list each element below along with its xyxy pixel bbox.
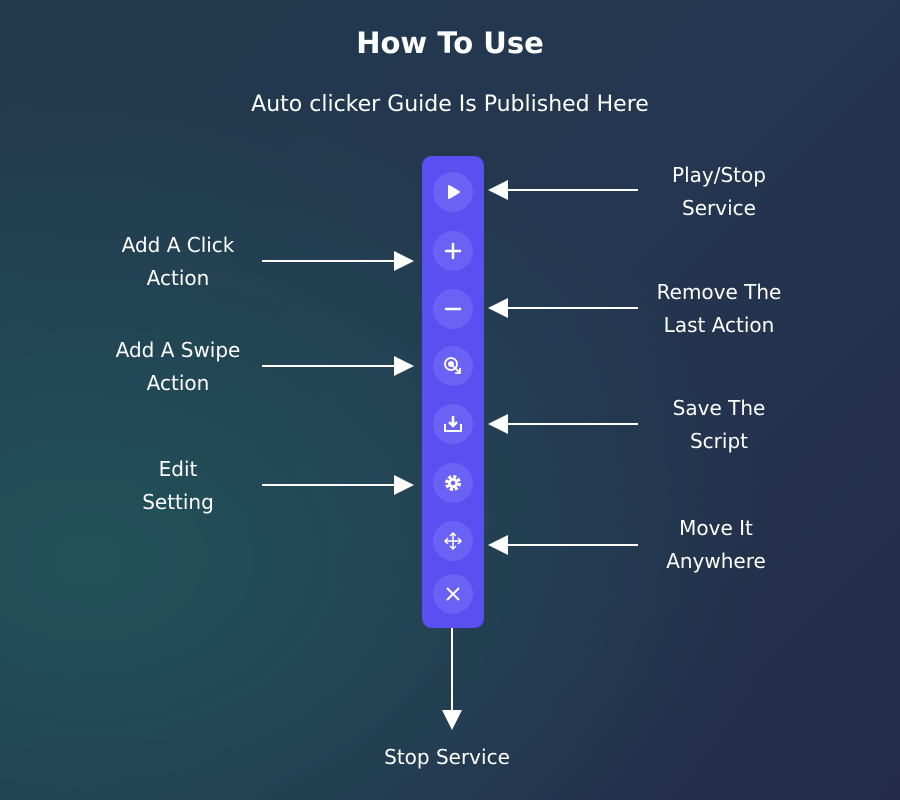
move-icon (443, 531, 463, 551)
play-icon (448, 185, 460, 199)
close-icon (446, 587, 460, 601)
settings-button[interactable] (433, 463, 473, 503)
subtitle: Auto clicker Guide Is Published Here (251, 92, 649, 117)
move-button[interactable] (433, 521, 473, 561)
save-script-button[interactable] (433, 404, 473, 444)
plus-icon (444, 242, 462, 260)
floating-toolbar (422, 156, 484, 628)
remove-action-button[interactable] (433, 289, 473, 329)
play-button[interactable] (433, 172, 473, 212)
close-button[interactable] (433, 574, 473, 614)
add-swipe-button[interactable] (433, 346, 473, 386)
page-title: How To Use (356, 26, 544, 60)
add-click-button[interactable] (433, 231, 473, 271)
minus-icon (444, 307, 462, 311)
download-icon (444, 416, 462, 432)
swipe-icon (444, 357, 461, 374)
label-stop-service: Stop Service (384, 745, 510, 769)
gear-icon (445, 475, 461, 491)
